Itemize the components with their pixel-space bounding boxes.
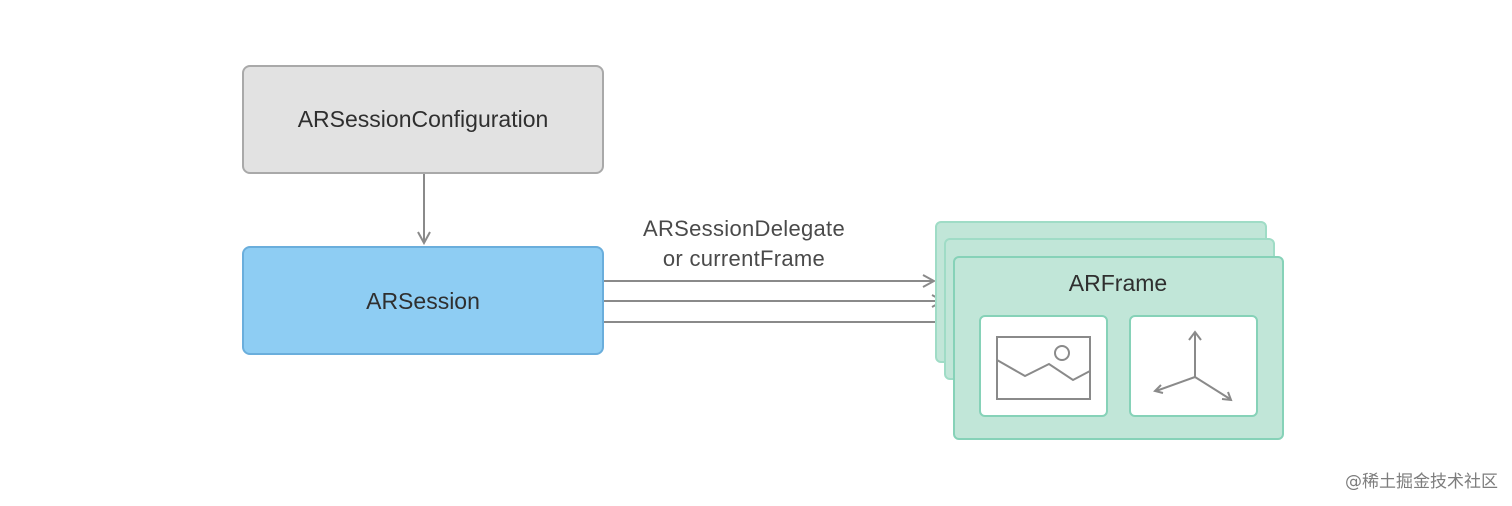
frame-axes-box: [1129, 315, 1258, 417]
image-icon: [996, 336, 1091, 400]
edge-label-line2: or currentFrame: [663, 246, 825, 271]
watermark-text: @稀土掘金技术社区: [1345, 472, 1498, 492]
configuration-box: [242, 65, 604, 174]
3d-axes-icon: [1153, 330, 1233, 402]
frame-image-box: [979, 315, 1108, 417]
axes-box: [1129, 315, 1258, 417]
configuration-label: ARSessionConfiguration: [298, 106, 549, 132]
frame-label: ARFrame: [1069, 270, 1167, 296]
edge-label-line1: ARSessionDelegate: [643, 216, 845, 241]
configuration-node: ARSessionConfiguration: [242, 65, 604, 174]
session-label: ARSession: [366, 288, 480, 314]
session-node: ARSession: [242, 246, 604, 355]
frame-stack: ARFrame: [935, 221, 1284, 440]
session-box: [242, 246, 604, 355]
